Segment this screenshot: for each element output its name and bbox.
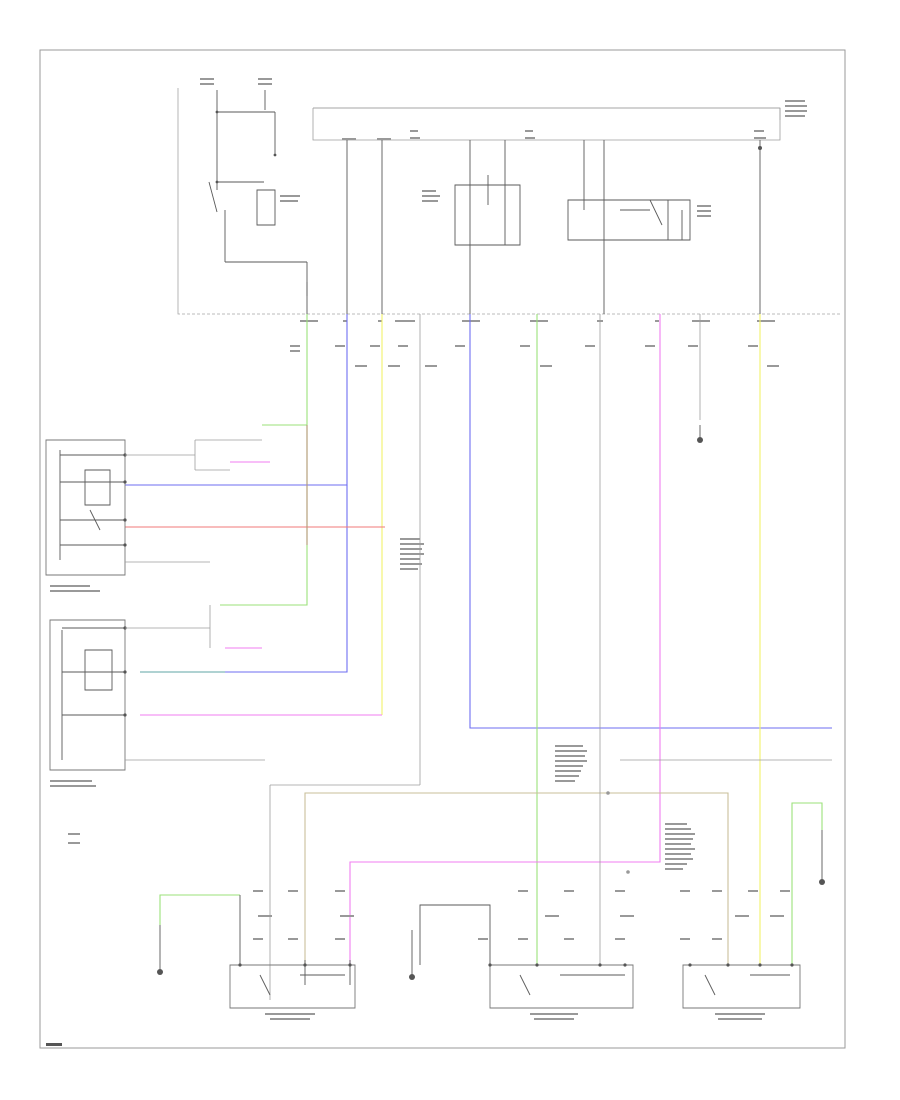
legend [68,833,80,844]
driver-door-window-switch [45,439,262,592]
splice-annotation-center [555,745,610,795]
wire-tan-1 [304,792,729,965]
wire-blue-2 [225,485,348,673]
wire-green-2 [220,425,308,606]
wire-blue-1 [125,314,348,486]
splice-annotation-left [400,538,424,570]
splice-annotation-right [626,823,695,874]
diagram-border [39,49,846,1049]
front-window-motor [682,963,801,1020]
left-rear-window-motor [229,960,356,1020]
left-rear-ground [157,895,241,975]
wire-green-5 [159,894,240,925]
wire-pink-4 [349,314,661,965]
motor-connector-labels [253,890,790,940]
front-ground [819,830,825,885]
module-labels [200,78,807,217]
relay-1 [454,140,521,246]
connector-row [290,320,779,367]
fuse-column-left [208,90,308,314]
relay-2 [567,140,691,245]
right-rear-window-motor [488,963,634,1020]
footer-code-glyph [46,1043,62,1046]
ground-symbol-1 [697,425,703,443]
right-rear-ground [409,904,491,980]
wire-blue-3 [469,314,832,729]
wire-green-1 [262,314,308,426]
wire-green-4 [791,802,823,965]
passenger-door-window-switch [49,605,265,787]
smart-junction-box [177,78,840,315]
